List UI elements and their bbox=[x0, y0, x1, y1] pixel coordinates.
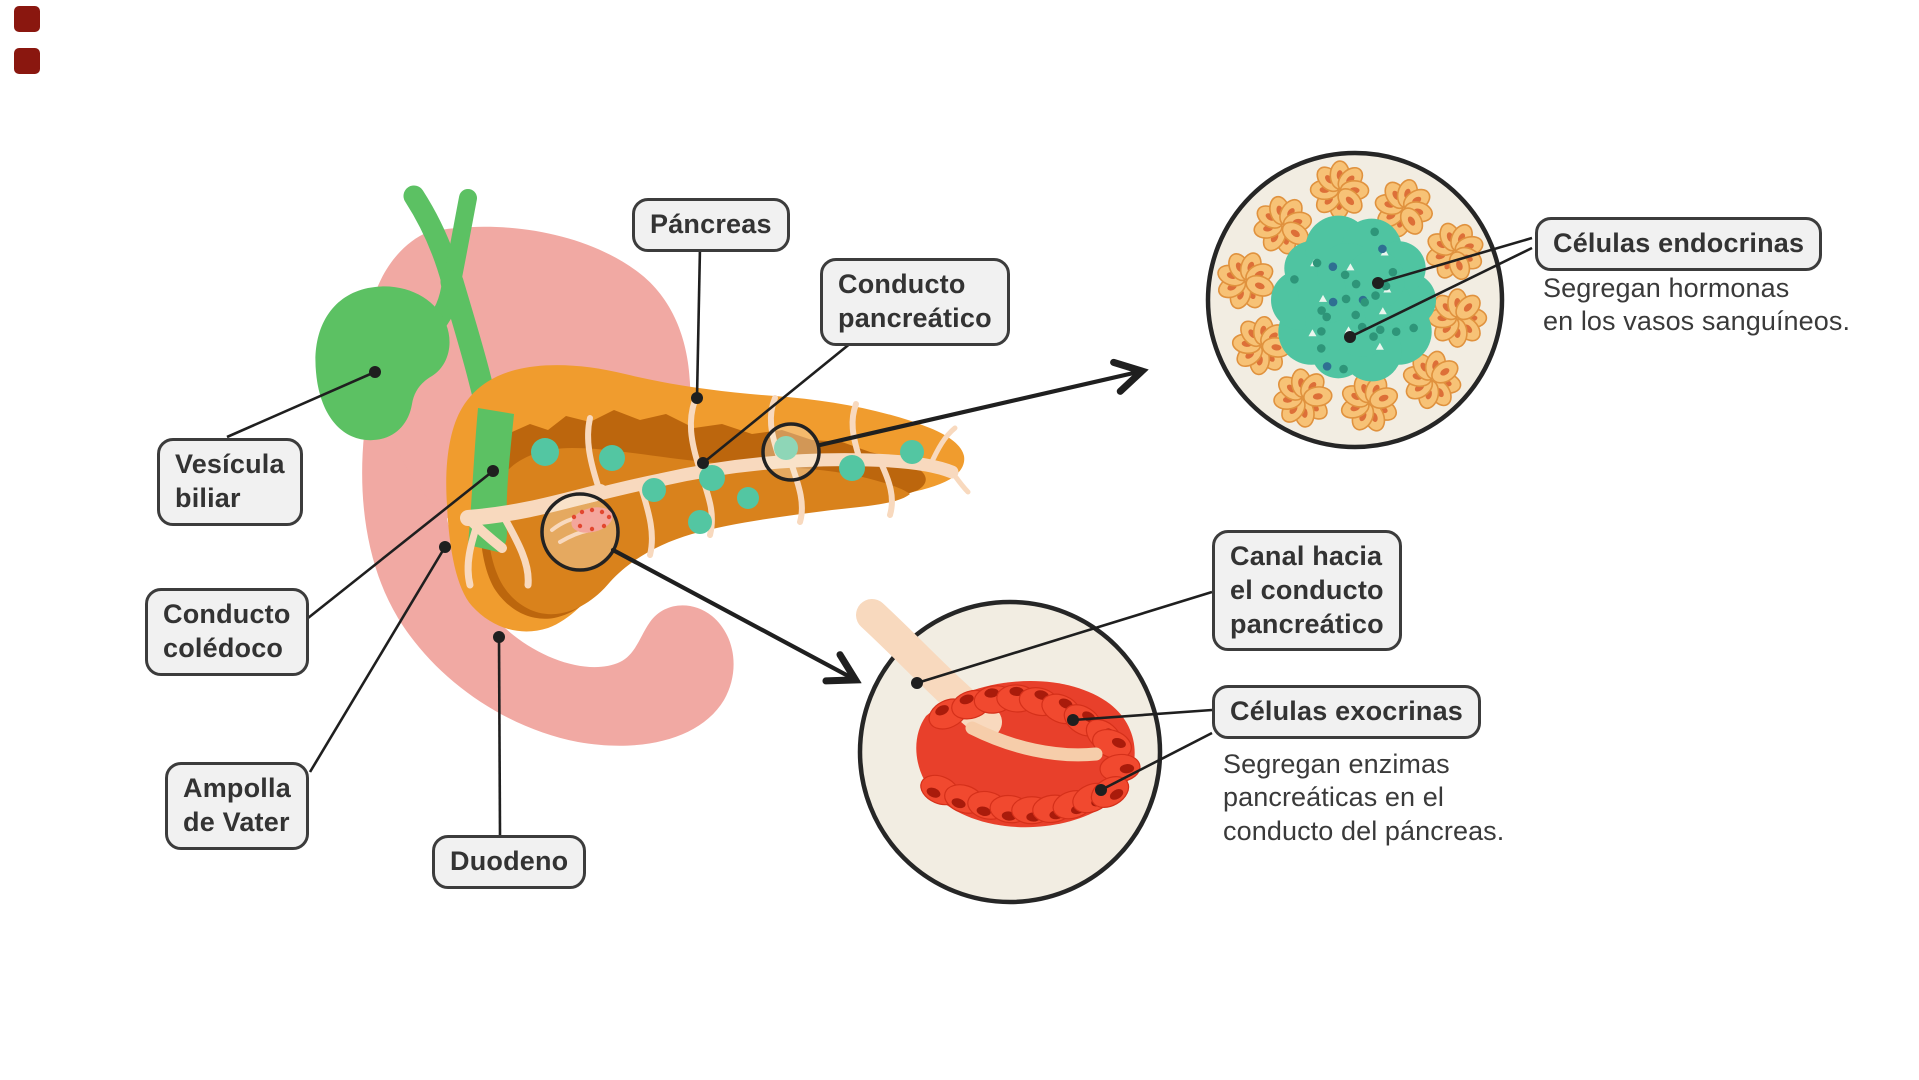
label-conducto-coledoco: Conducto colédoco bbox=[145, 588, 309, 676]
label-line: Vesícula bbox=[175, 449, 285, 479]
label-canal-conducto: Canal hacia el conducto pancreático bbox=[1212, 530, 1402, 652]
corner-mark-1 bbox=[14, 6, 40, 32]
label-line: pancreático bbox=[838, 302, 992, 333]
label-celulas-exocrinas: Células exocrinas bbox=[1212, 685, 1482, 739]
pointer-dots bbox=[369, 277, 1384, 796]
note-line: Segregan hormonas bbox=[1543, 273, 1790, 303]
label-line: Ampolla bbox=[183, 773, 291, 803]
label-line: Células exocrinas bbox=[1230, 696, 1464, 726]
note-line: en los vasos sanguíneos. bbox=[1543, 306, 1851, 337]
label-vesicula-biliar: Vesícula biliar bbox=[157, 438, 303, 526]
label-line: Conducto bbox=[163, 599, 291, 629]
label-line: biliar bbox=[175, 482, 241, 513]
magnifier-exocrine bbox=[540, 492, 620, 572]
label-line: colédoco bbox=[163, 632, 284, 663]
pancreas-shape bbox=[446, 365, 965, 632]
exocrine-duct-center bbox=[965, 721, 1103, 762]
label-line: Conducto bbox=[838, 269, 966, 299]
label-conducto-pancreatico: Conducto pancreático bbox=[820, 258, 1010, 346]
label-line: pancreático bbox=[1230, 608, 1384, 639]
pointer-lines bbox=[226, 236, 1533, 836]
label-duodeno: Duodeno bbox=[432, 835, 587, 889]
islet-dots bbox=[531, 436, 924, 534]
magnifier-endocrine bbox=[761, 422, 821, 482]
label-pancreas: Páncreas bbox=[632, 198, 790, 252]
endocrine-inset-circle bbox=[1205, 150, 1505, 450]
corner-mark-2 bbox=[14, 48, 40, 74]
note-exocrinas: Segregan enzimas pancreáticas en el cond… bbox=[1223, 748, 1504, 848]
note-line: conducto del páncreas. bbox=[1223, 815, 1505, 846]
label-line: Células endocrinas bbox=[1553, 228, 1805, 258]
label-line: Canal hacia bbox=[1230, 541, 1383, 571]
note-endocrinas: Segregan hormonas en los vasos sanguíneo… bbox=[1543, 272, 1850, 339]
exocrine-inset-circle bbox=[856, 599, 1163, 905]
label-line: el conducto bbox=[1230, 574, 1384, 605]
note-line: Segregan enzimas bbox=[1223, 749, 1450, 779]
label-pancreas-text: Páncreas bbox=[650, 209, 772, 239]
note-line: pancreáticas en el bbox=[1223, 782, 1444, 813]
arrow-to-endocrine-circle bbox=[817, 372, 1138, 448]
label-line: Duodeno bbox=[450, 846, 569, 876]
label-celulas-endocrinas: Células endocrinas bbox=[1535, 217, 1823, 271]
label-line: de Vater bbox=[183, 806, 290, 837]
label-ampolla-de-vater: Ampolla de Vater bbox=[165, 762, 309, 850]
arrow-to-exocrine-circle bbox=[610, 547, 852, 678]
